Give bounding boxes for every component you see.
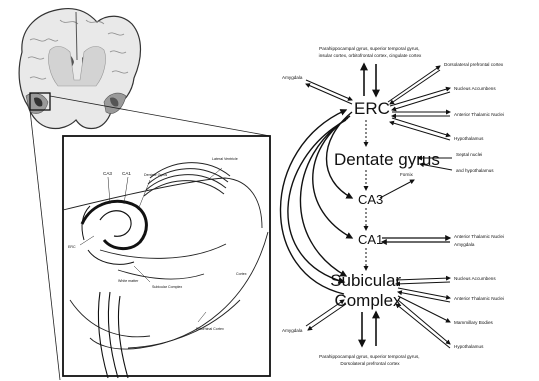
erc-top-io-arrows	[364, 64, 376, 96]
coronal-brain-section	[19, 9, 140, 129]
label-amygdala-top: Amygdala	[282, 75, 303, 80]
node-ca1: CA1	[358, 232, 383, 247]
label-white-matter: White matter	[118, 279, 139, 283]
label-erc: ERC	[68, 245, 76, 249]
subicular-target-mammillary: Mammillary Bodies	[454, 320, 494, 325]
erc-target-dorsolateral-prefrontal: Dorsolateral prefrontal cortex	[444, 62, 504, 67]
septal-hypothalamus-label: Septal nuclei and hypothalamus	[456, 152, 494, 173]
label-lateral-ventricle: Lateral Ventricle	[212, 157, 238, 161]
amygdala-top-arrows	[306, 80, 352, 104]
subicular-bottom-io-arrows	[362, 312, 376, 346]
erc-target-nucleus-accumbens: Nucleus Accumbens	[454, 86, 496, 91]
label-dentate-gyrus: Dentate Gyrus	[144, 173, 167, 177]
subicular-target-nucleus-accumbens: Nucleus Accumbens	[454, 276, 496, 281]
erc-target-arrows	[388, 66, 450, 140]
label-fornix: Fornix	[400, 172, 413, 177]
hippocampus-inset: Lateral Ventricle CA3 CA1 Dentate Gyrus …	[63, 136, 270, 378]
top-input-label: Parahippocampal gyrus, superior temporal…	[319, 46, 422, 58]
perforant-path-curves	[280, 110, 352, 294]
label-cortex: Cortex	[236, 272, 247, 276]
ca1-targets-label: Anterior Thalamic Nuclei Amygdala	[454, 234, 505, 247]
erc-target-hypothalamus: Hypothalamus	[454, 136, 484, 141]
node-erc: ERC	[354, 99, 390, 118]
node-subicular-complex: Subicular Complex	[330, 271, 406, 310]
subicular-target-hypothalamus: Hypothalamus	[454, 344, 484, 349]
circuit-flow-diagram: Parahippocampal gyrus, superior temporal…	[280, 46, 505, 366]
bottom-input-label: Parahippocampal gyrus, superior temporal…	[319, 354, 421, 366]
label-subicular-complex: Subicular Complex	[152, 285, 182, 289]
label-entorhinal-cortex: Entorhinal Cortex	[196, 327, 224, 331]
node-dentate-gyrus: Dentate gyrus	[334, 150, 440, 169]
label-ca1: CA1	[122, 171, 131, 176]
node-ca3: CA3	[358, 192, 383, 207]
erc-target-anterior-thalamic: Anterior Thalamic Nuclei	[454, 112, 504, 117]
label-ca3: CA3	[103, 171, 112, 176]
label-amygdala-bottom: Amygdala	[282, 328, 303, 333]
ca3-fornix-link	[380, 180, 414, 198]
ca1-target-arrows	[382, 238, 450, 242]
subicular-target-anterior-thalamic: Anterior Thalamic Nuclei	[454, 296, 504, 301]
